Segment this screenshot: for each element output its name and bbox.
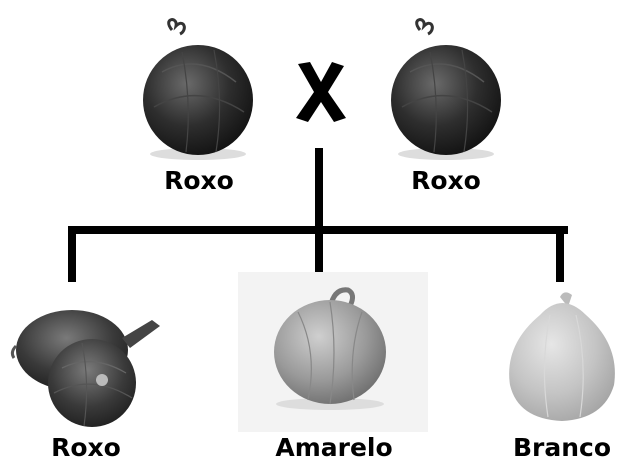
child-label-roxo: Roxo (51, 435, 121, 460)
parent-onion-2-image (380, 12, 510, 162)
child-label-branco: Branco (513, 435, 611, 460)
parent-label-2: Roxo (411, 168, 481, 193)
parent-label-1: Roxo (164, 168, 234, 193)
child-label-amarelo: Amarelo (275, 435, 392, 460)
child-onion-branco-image (500, 285, 624, 425)
child-onion-amarelo-image (238, 272, 428, 432)
branch-right-drop (556, 226, 564, 282)
cross-icon (292, 60, 350, 124)
trunk-line (315, 148, 323, 232)
parent-onion-1-image (132, 12, 262, 162)
child-onion-roxo-image (2, 298, 167, 428)
branch-left-drop (68, 226, 76, 282)
